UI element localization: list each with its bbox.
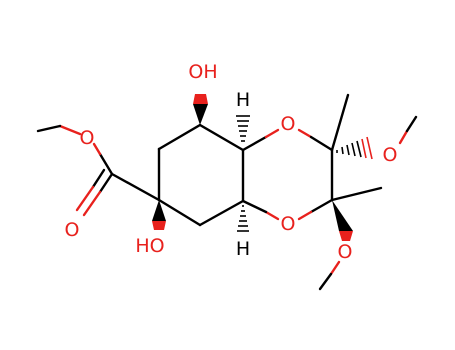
label-o-methoxy-top: O [383,144,398,166]
label-o-ester-single: O [80,127,95,149]
bond-ester-carbonyl-2a [91,168,106,189]
bond-c5-c4 [198,199,245,227]
label-h-bottom: H [236,238,250,260]
bond-ester-carbonyl-1a [98,172,114,194]
label-h-top: H [236,89,250,111]
bond-o-bottom-c4 [241,199,268,214]
bond-c3-o-top [241,135,268,152]
bond-c6-ester-c [110,172,161,202]
bonds [36,93,418,291]
label-ho-bottom: HO [135,235,164,257]
atom-labels: OH HO H H O O O O O O [65,61,398,263]
hash-c3-h [236,115,250,142]
bond-ester-carbonyl-1b [82,190,102,217]
label-o-ring-bottom: O [281,213,296,235]
bond-ester-o-single-half [92,142,102,156]
wedge-c8-o-red [339,231,353,241]
bond-c6-c5 [157,198,202,227]
label-o-ring-top: O [281,113,296,135]
label-oh-top: OH [188,61,217,83]
bond-ester-methyl [36,124,62,133]
bond-methoxy-top-ch3 [405,115,418,133]
bond-o-bottom-c4-half [264,210,280,221]
bond-c8-o-bottom [309,198,334,214]
hash-c4-h [237,205,249,232]
label-o-ester-double: O [65,219,80,241]
bond-o-top-c7 [309,135,334,152]
bond-c7-methyl [330,93,350,152]
bond-c8-methyl [330,186,383,202]
bond-o-top-c3-half [264,128,280,139]
bond-c1-c2 [157,123,202,151]
label-o-methoxy-bottom: O [338,241,353,263]
stereo-bonds [152,94,373,241]
bond-c3-c2 [198,123,245,152]
wedge-c6-oh [152,200,166,221]
bond-o-top-c7-half [297,128,313,139]
wedge-c8-o [332,200,353,231]
wedge-c6-oh-o [152,221,166,230]
bond-ester-c-o-single [98,152,114,176]
bond-ester-o-methyl-half [58,124,82,136]
hash-c7-o [336,136,373,160]
bond-o-bottom-c8-half [297,210,313,221]
wedge-c2-oh [193,104,208,125]
bond-ester-carbonyl-2b [75,185,95,212]
bond-o-methoxy-bottom-ch3-half [329,260,341,276]
bond-o-methoxy-top-ch3-half [398,129,409,145]
bond-methoxy-bottom-ch3 [318,272,333,291]
wedge-c2-oh-o [193,94,208,104]
